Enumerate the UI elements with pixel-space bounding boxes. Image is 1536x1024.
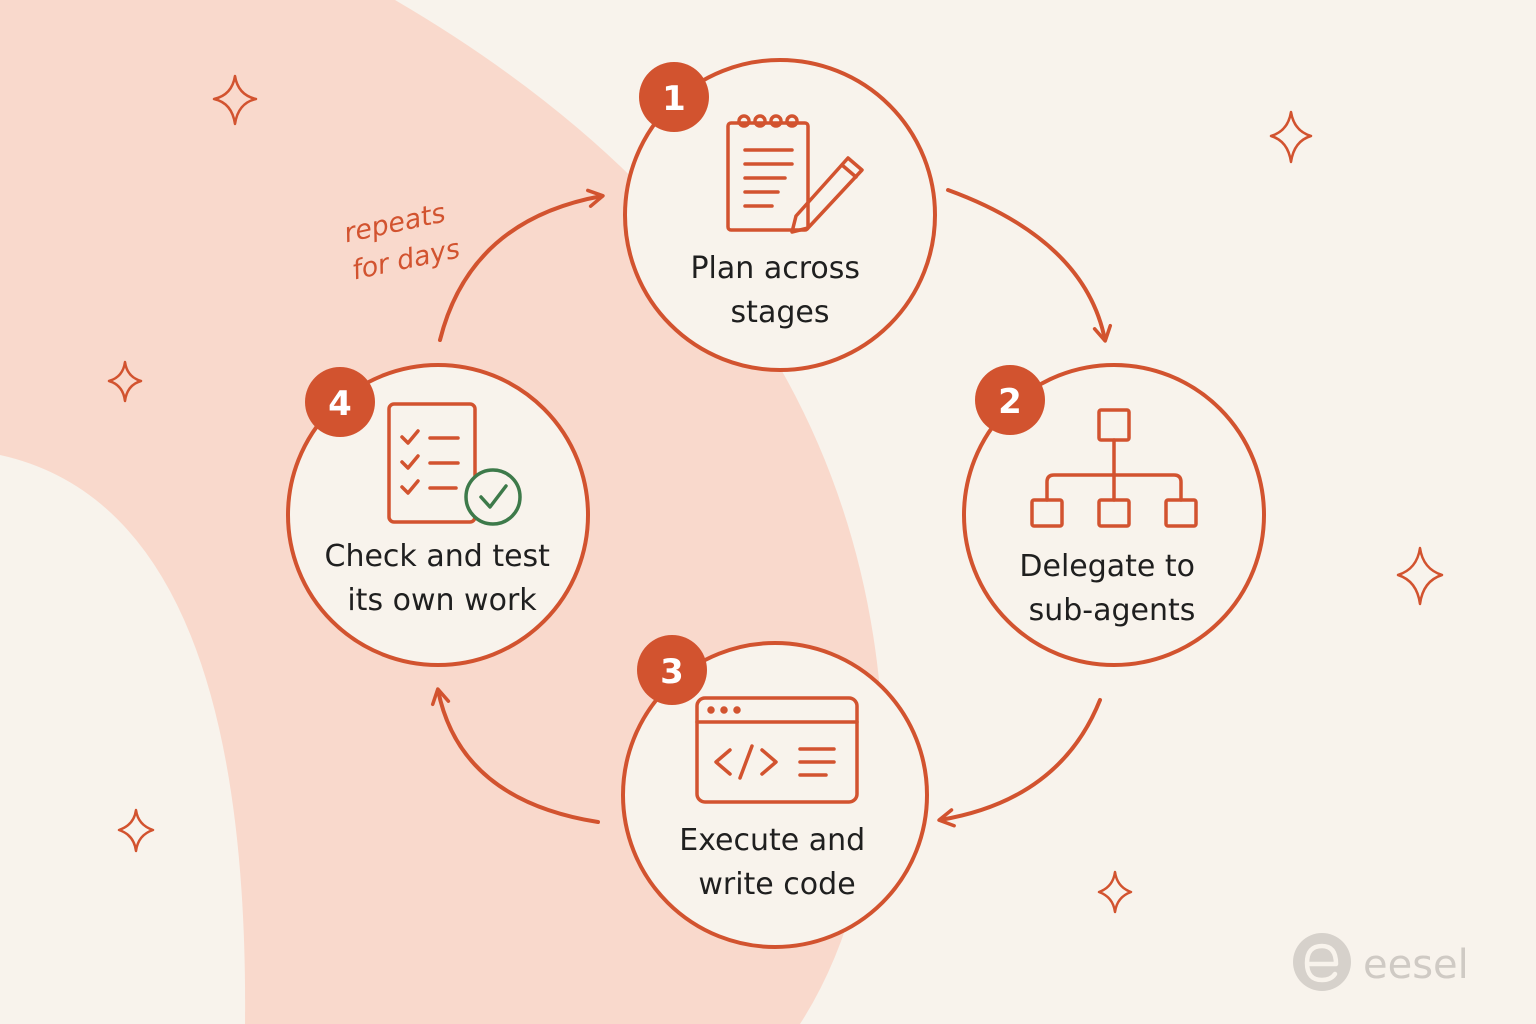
checklist-check-icon (387, 402, 522, 526)
eesel-logo-icon (1293, 933, 1351, 991)
step-number-badge (639, 62, 709, 132)
brand-logo: eesel (1293, 933, 1469, 991)
step-circle (623, 58, 937, 372)
step-circle (962, 363, 1266, 667)
step-circle (286, 363, 590, 667)
step-circle (621, 641, 929, 949)
step-3-label: Execute and write code (679, 823, 875, 902)
step-4-label-line2: its own work (347, 583, 537, 618)
arrow-step1-to-step2 (946, 188, 1113, 343)
sparkles (107, 74, 1444, 914)
sparkle-icon (117, 808, 155, 853)
step-1-label-line1: Plan across (690, 251, 860, 286)
step-number-badge (975, 365, 1045, 435)
sparkle-icon (1097, 870, 1133, 914)
sparkle-icon (1269, 110, 1313, 164)
step-3-node: Execute and write code 3 (621, 635, 929, 949)
arrow-step3-to-step4 (430, 687, 600, 824)
sparkle-icon (1396, 546, 1444, 606)
step-4-number: 4 (328, 384, 352, 424)
arrow-step4-to-step1 (438, 188, 605, 342)
light-circle-background (0, 455, 246, 1024)
arrow-step2-to-step3 (937, 698, 1102, 828)
step-1-label: Plan across stages (690, 251, 869, 330)
step-2-number: 2 (998, 382, 1022, 422)
step-4-label-line1: Check and test (325, 539, 551, 574)
step-number-badge (637, 635, 707, 705)
step-4-node: Check and test its own work 4 (286, 363, 590, 667)
cycle-arrows (430, 188, 1113, 828)
step-1-node: Plan across stages 1 (623, 58, 937, 372)
step-2-node: Delegate to sub-agents 2 (962, 363, 1266, 667)
org-chart-icon (1030, 408, 1198, 528)
brand-name: eesel (1363, 942, 1469, 988)
step-1-label-line2: stages (731, 295, 830, 330)
sparkle-icon (107, 360, 143, 403)
step-3-label-line2: write code (698, 867, 855, 902)
notepad-pencil-icon (726, 114, 864, 234)
step-4-label: Check and test its own work (325, 539, 560, 618)
step-3-number: 3 (660, 652, 684, 692)
step-3-label-line1: Execute and (679, 823, 865, 858)
step-number-badge (305, 367, 375, 437)
step-2-label: Delegate to sub-agents (1019, 549, 1204, 628)
code-window-icon (695, 696, 859, 804)
step-2-label-line1: Delegate to (1019, 549, 1195, 584)
step-2-label-line2: sub-agents (1029, 593, 1196, 628)
sparkle-icon (212, 74, 258, 126)
step-1-number: 1 (662, 79, 686, 119)
